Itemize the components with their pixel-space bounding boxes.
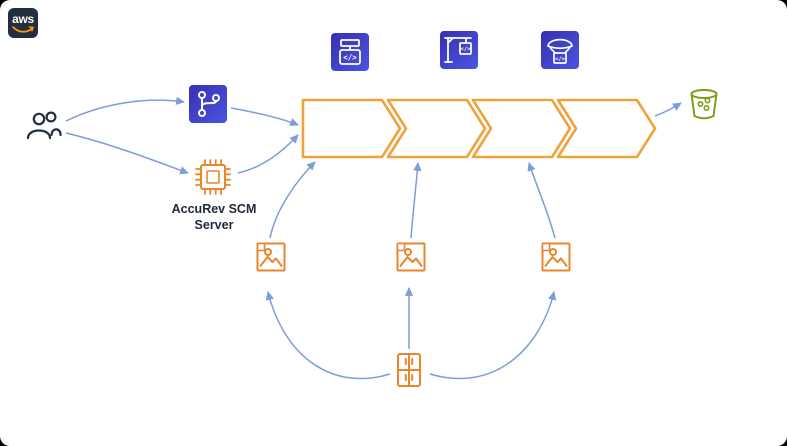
machine-image-icon-1 bbox=[255, 241, 287, 273]
aws-smile-icon bbox=[12, 26, 34, 33]
chip-glyph bbox=[195, 159, 231, 195]
arrow-image2-to-pipeline bbox=[410, 161, 422, 239]
arrow-image3-to-pipeline bbox=[527, 162, 556, 239]
users-icon bbox=[24, 106, 64, 146]
codecommit-icon bbox=[189, 85, 227, 123]
arrow-repository-to-pipeline bbox=[230, 107, 299, 126]
arrow-users-to-accurev bbox=[65, 132, 189, 175]
pipeline-chevrons bbox=[301, 98, 657, 159]
ec2-image-builder-icon bbox=[391, 351, 427, 389]
bucket-glyph bbox=[690, 89, 718, 120]
accurev-label: AccuRev SCM Server bbox=[150, 201, 278, 234]
accurev-label-line1: AccuRev SCM bbox=[171, 202, 257, 216]
accurev-label-line2: Server bbox=[194, 218, 234, 233]
s3-bucket-icon bbox=[686, 85, 722, 123]
machine-image-icon-2 bbox=[395, 241, 427, 273]
arrow-builder-to-image3 bbox=[429, 290, 557, 380]
image-glyph bbox=[256, 242, 286, 272]
image-glyph bbox=[541, 242, 571, 272]
machine-image-icon-3 bbox=[540, 241, 572, 273]
aws-logo-text: aws bbox=[12, 12, 34, 26]
pipeline-stage-3 bbox=[471, 98, 572, 159]
aws-logo: aws bbox=[8, 8, 38, 38]
codebuild-icon: </> bbox=[440, 31, 478, 69]
arrow-builder-to-image1 bbox=[265, 290, 391, 380]
codedeploy-icon: </> bbox=[541, 31, 579, 69]
pipeline-box-glyph: </> bbox=[339, 39, 361, 65]
connector-arrows bbox=[65, 96, 682, 380]
branch-glyph bbox=[198, 91, 220, 117]
crane-glyph: </> bbox=[444, 37, 472, 63]
users-glyph bbox=[26, 111, 62, 140]
codepipeline-icon: </> bbox=[331, 33, 369, 71]
code-text: </> bbox=[555, 56, 566, 62]
arrow-pipeline-to-bucket bbox=[654, 102, 682, 117]
code-text: </> bbox=[461, 47, 472, 53]
pipeline-stage-2 bbox=[386, 98, 487, 159]
components-glyph bbox=[397, 353, 421, 387]
parachute-glyph: </> bbox=[547, 38, 573, 64]
image-glyph bbox=[396, 242, 426, 272]
arrow-users-to-repository bbox=[65, 96, 186, 122]
arrow-accurev-to-pipeline bbox=[237, 134, 299, 174]
pipeline-stage-4 bbox=[556, 98, 657, 159]
pipeline-stage-1 bbox=[301, 98, 402, 159]
accurev-scm-server-chip-icon bbox=[193, 157, 233, 197]
code-text: </> bbox=[343, 53, 357, 62]
